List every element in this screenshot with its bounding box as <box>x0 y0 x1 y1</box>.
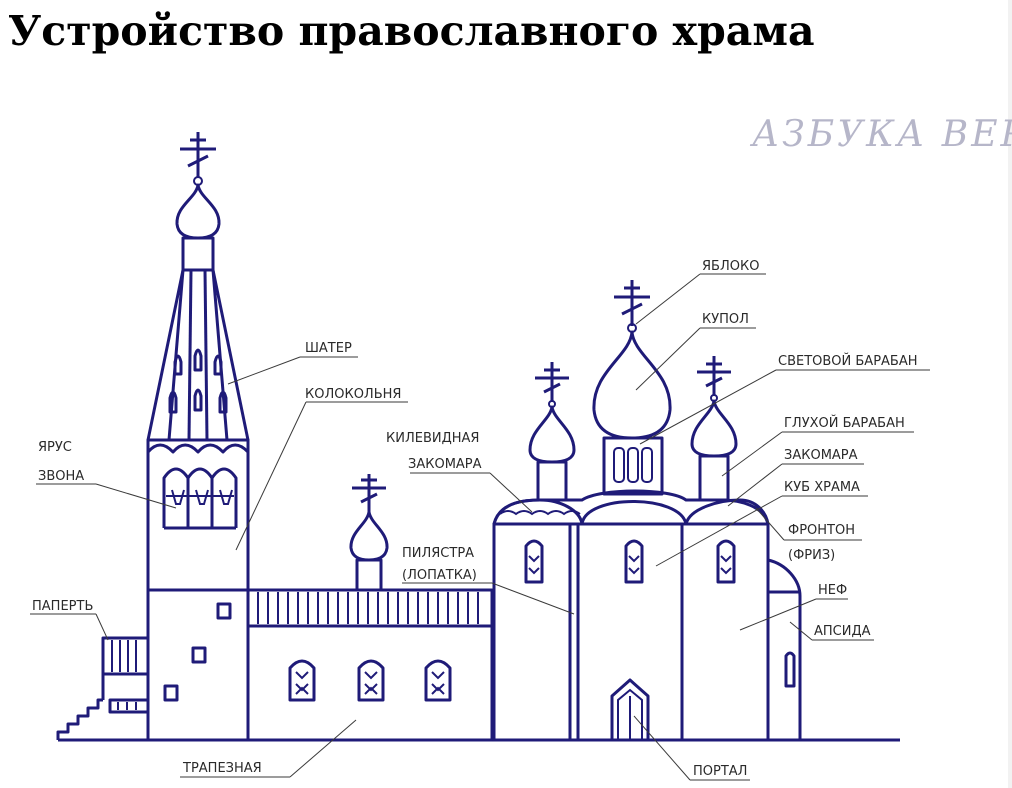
label-trapeznaya: ТРАПЕЗНАЯ <box>182 761 262 776</box>
right-edge-strip <box>1008 0 1012 788</box>
label-paperty: ПАПЕРТЬ <box>32 599 93 614</box>
label-kub-hrama: КУБ ХРАМА <box>784 480 860 495</box>
label-fronton: ФРОНТОН <box>788 523 855 538</box>
bell-tower-tent <box>146 268 250 442</box>
label-portal: ПОРТАЛ <box>693 764 747 779</box>
label-yabloko: ЯБЛОКО <box>702 259 759 274</box>
label-lopatka: (ЛОПАТКА) <box>402 568 477 583</box>
leader-lines <box>30 273 930 781</box>
light-drum <box>602 436 664 496</box>
label-kolokolnya: КОЛОКОЛЬНЯ <box>305 387 401 402</box>
label-kilevidnaya: КИЛЕВИДНАЯ <box>386 431 479 446</box>
label-yarus: ЯРУС <box>38 440 72 455</box>
labels: ШАТЕР КОЛОКОЛЬНЯ ЯРУС ЗВОНА ПАПЕРТЬ ТРАП… <box>32 259 918 779</box>
porch <box>56 636 150 740</box>
label-shater: ШАТЕР <box>305 341 352 356</box>
label-zakomara: ЗАКОМАРА <box>784 448 858 463</box>
label-kupol: КУПОЛ <box>702 312 749 327</box>
label-zvona: ЗВОНА <box>38 469 84 484</box>
bell-tower-drum <box>181 236 215 272</box>
label-nef: НЕФ <box>818 583 847 598</box>
bell-tower <box>146 132 250 742</box>
bell-tower-base <box>146 588 250 742</box>
label-pilyastra: ПИЛЯСТРА <box>402 546 474 561</box>
main-dome <box>592 330 672 440</box>
bell-tower-dome <box>175 183 221 240</box>
label-gluhoy-baraban: ГЛУХОЙ БАРАБАН <box>784 415 905 431</box>
refectory <box>246 474 494 742</box>
label-apsida: АПСИДА <box>814 624 871 639</box>
blind-drum <box>698 454 730 502</box>
page-title: Устройство православного храма <box>8 7 815 55</box>
watermark: АЗБУКА ВЕРЫ <box>749 114 1012 155</box>
bell-tower-cross <box>180 132 216 186</box>
label-svetovoy-baraban: СВЕТОВОЙ БАРАБАН <box>778 353 918 369</box>
label-zakomara-kilevidnaya: ЗАКОМАРА <box>408 457 482 472</box>
portal <box>610 678 650 740</box>
church-body <box>492 280 802 742</box>
label-friz: (ФРИЗ) <box>788 548 835 563</box>
apse <box>767 558 802 742</box>
